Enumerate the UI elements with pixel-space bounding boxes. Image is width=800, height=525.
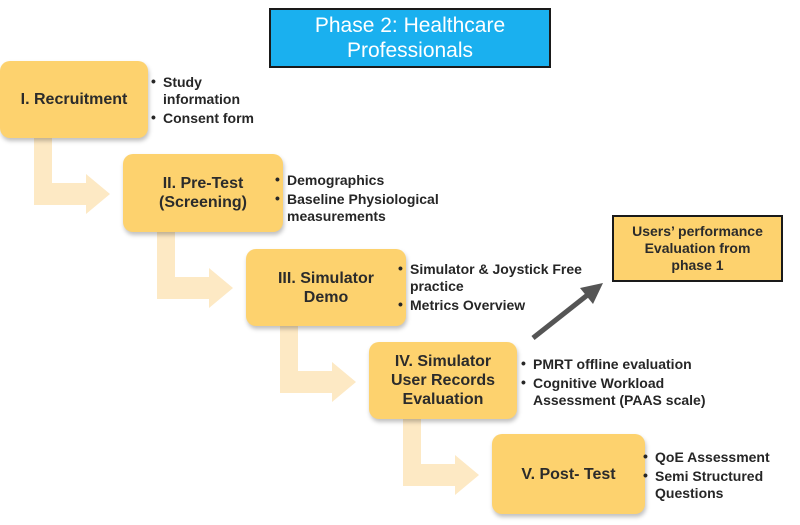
stage-label: III. Simulator	[277, 269, 374, 287]
stage-label: User Records	[390, 372, 496, 389]
connector-arrow-2-3	[157, 232, 233, 308]
stage-simulator-demo: III. Simulator Demo	[246, 249, 406, 326]
connector-arrow-1-2	[34, 138, 110, 214]
stage-user-records-evaluation: IV. Simulator User Records Evaluation	[369, 342, 517, 419]
connector-arrow-4-5	[403, 419, 479, 495]
performance-line: Evaluation from	[644, 240, 751, 256]
performance-line: Users’ performance	[632, 223, 763, 239]
title-line-2: Professionals	[346, 39, 474, 62]
bullet-item: •PMRT offline evaluation	[521, 355, 692, 372]
bullet-item: •QoE Assessment	[643, 448, 770, 465]
bullet-item: •Metrics Overview	[398, 296, 526, 313]
stage-label: (Screening)	[158, 194, 247, 211]
stage-label: V. Post- Test	[521, 465, 616, 483]
bullet-item: •Demographics	[275, 171, 385, 188]
stage-pre-test: II. Pre-Test (Screening)	[123, 154, 283, 232]
stage-post-test: V. Post- Test	[492, 434, 645, 514]
stage-recruitment: I. Recruitment	[0, 61, 148, 138]
title-line-1: Phase 2: Healthcare	[314, 14, 506, 37]
connector-arrow-3-4	[280, 326, 356, 402]
bullet-item: •Consent form	[151, 109, 254, 126]
stage-label: II. Pre-Test	[162, 175, 244, 192]
stage-label: Demo	[303, 288, 349, 306]
performance-line: phase 1	[671, 257, 724, 273]
performance-evaluation-box: Users’ performance Evaluation from phase…	[612, 215, 783, 282]
stage-user-records-evaluation-bullets: •PMRT offline evaluation •Cognitive Work…	[520, 355, 740, 411]
page-title: Phase 2: Healthcare Professionals	[269, 8, 551, 68]
stage-label: Evaluation	[402, 391, 484, 408]
stage-label: I. Recruitment	[20, 91, 128, 108]
stage-label: IV. Simulator	[394, 353, 492, 370]
